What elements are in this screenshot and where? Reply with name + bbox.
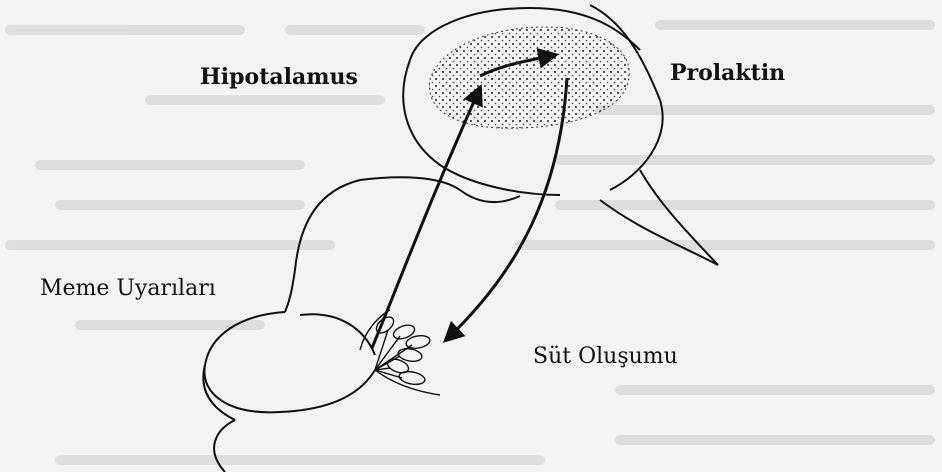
breast-lobules <box>360 310 440 395</box>
hypothalamus-label: Hipotalamus <box>200 64 358 90</box>
arrow-stimulus-to-hypothalamus <box>372 88 480 348</box>
breast-stimuli-label: Meme Uyarıları <box>40 276 216 301</box>
milk-production-label: Süt Oluşumu <box>533 344 678 369</box>
prolactin-label: Prolaktin <box>670 60 785 86</box>
baby-and-arm <box>203 312 375 472</box>
